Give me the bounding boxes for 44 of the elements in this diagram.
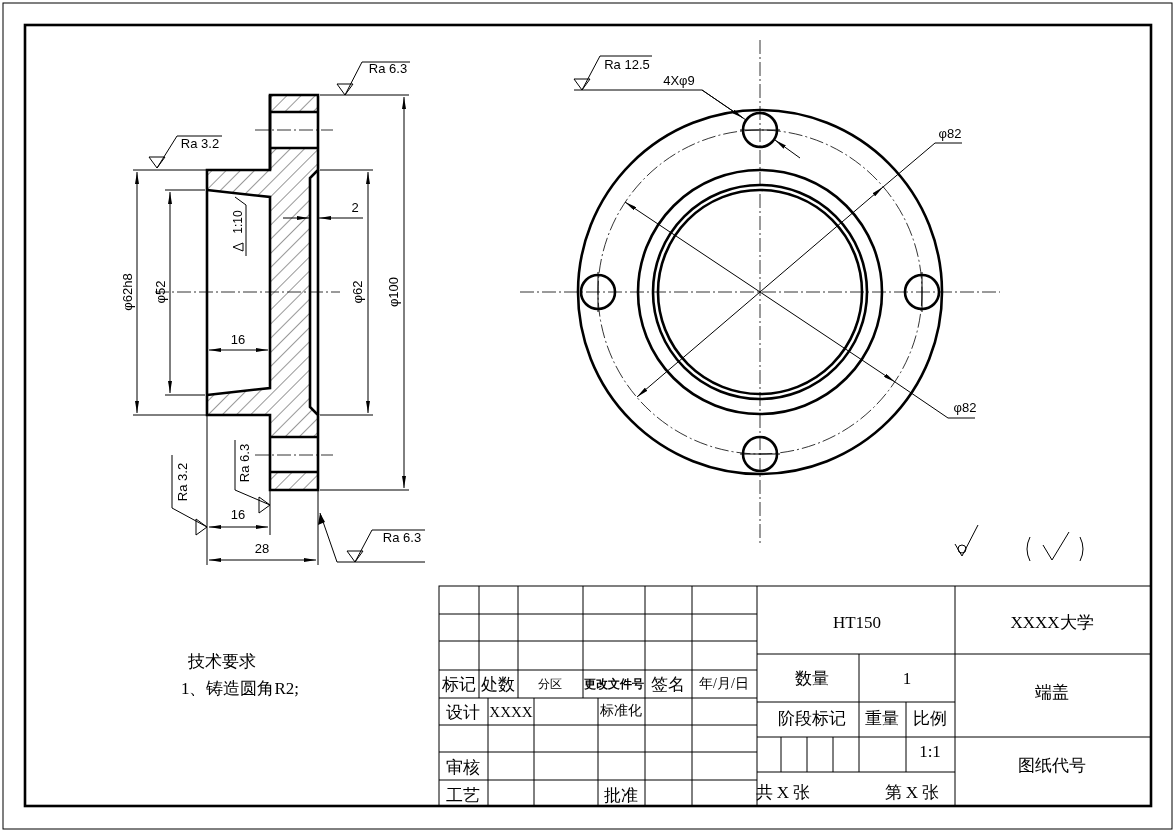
dimension-text: Ra 12.5 bbox=[604, 57, 650, 71]
title-block-text: XXXX大学 bbox=[1010, 613, 1094, 631]
dimension-text: Ra 3.2 bbox=[175, 462, 189, 502]
title-block-text: 审核 bbox=[446, 758, 480, 776]
dimension-text: φ100 bbox=[386, 276, 400, 308]
title-block-text: 年/月/日 bbox=[699, 677, 749, 691]
dimension-text: 28 bbox=[254, 541, 270, 555]
title-block-text: 数量 bbox=[795, 669, 829, 687]
dimension-text: 16 bbox=[230, 507, 246, 521]
title-block-text: 工艺 bbox=[446, 786, 480, 804]
title-block-text: 比例 bbox=[913, 709, 947, 727]
title-block-text: 签名 bbox=[651, 675, 685, 693]
title-block-text: 图纸代号 bbox=[1018, 756, 1086, 774]
dimension-text: Ra 6.3 bbox=[237, 443, 251, 483]
title-block-text: XXXX bbox=[489, 704, 533, 720]
title-block-text: HT150 bbox=[832, 613, 882, 631]
dimension-text: Ra 3.2 bbox=[180, 136, 220, 150]
title-block-text: 分区 bbox=[538, 678, 562, 690]
title-block-text: 1:1 bbox=[919, 742, 941, 760]
note-text: 技术要求 bbox=[188, 652, 256, 670]
title-block-text: 标记 bbox=[442, 675, 476, 693]
title-block-text: 阶段标记 bbox=[778, 709, 846, 727]
title-block-text: 第 X 张 bbox=[884, 783, 940, 801]
dimension-text: 4Xφ9 bbox=[663, 73, 695, 87]
dimension-text: 1:10 bbox=[232, 210, 244, 234]
title-block-text: 批准 bbox=[604, 786, 638, 804]
dimension-text: φ52 bbox=[153, 280, 167, 304]
title-block-text: 重量 bbox=[865, 709, 899, 727]
title-block-text: 1 bbox=[902, 669, 912, 687]
title-block-text: 更改文件号 bbox=[584, 678, 644, 690]
dimension-text: φ62h8 bbox=[120, 273, 134, 311]
title-block-text: 共 X 张 bbox=[755, 783, 811, 801]
dimension-text: Ra 6.3 bbox=[382, 530, 422, 544]
title-block-text: 设计 bbox=[446, 703, 480, 721]
dimension-text: 2 bbox=[351, 200, 359, 214]
dimension-text: 16 bbox=[230, 332, 246, 346]
title-block-text: 端盖 bbox=[1035, 683, 1069, 701]
dimension-text: Ra 6.3 bbox=[368, 61, 408, 75]
title-block-text: 标准化 bbox=[600, 704, 642, 718]
title-block-text: 处数 bbox=[481, 675, 515, 693]
dimension-text: φ82 bbox=[953, 400, 977, 414]
dimension-text: φ82 bbox=[938, 126, 962, 140]
dimension-text: φ62 bbox=[350, 280, 364, 304]
note-text: 1、铸造圆角R2; bbox=[180, 679, 300, 697]
